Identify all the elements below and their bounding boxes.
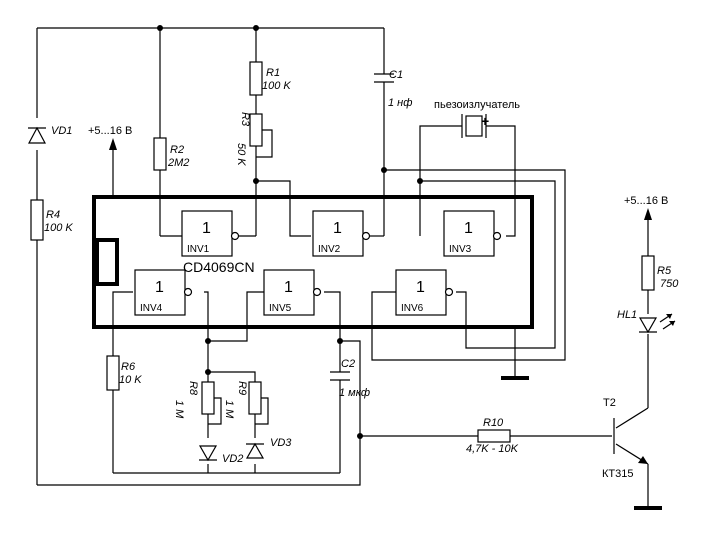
gate-inv1: 1 INV1 bbox=[181, 210, 240, 257]
supply-label-right: +5...16 В bbox=[624, 195, 668, 207]
resistor-r6 bbox=[106, 355, 120, 391]
r2-ref: R2 bbox=[170, 144, 184, 156]
gate-symbol: 1 bbox=[333, 220, 342, 237]
r10-value: 4,7K - 10K bbox=[466, 443, 519, 455]
ic-notch bbox=[95, 238, 119, 286]
vd2-ref: VD2 bbox=[222, 453, 243, 465]
gate-label: INV4 bbox=[140, 303, 163, 314]
gate-label: INV6 bbox=[401, 303, 424, 314]
r9-ref: R9 bbox=[236, 381, 248, 395]
resistor-r8 bbox=[201, 381, 215, 415]
r9-value: 1 M bbox=[223, 400, 235, 419]
capacitor-c2 bbox=[330, 371, 350, 381]
wires bbox=[36, 27, 649, 508]
r6-ref: R6 bbox=[121, 361, 136, 373]
gate-inv2: 1 INV2 bbox=[312, 210, 371, 257]
vd3-ref: VD3 bbox=[270, 437, 292, 449]
resistor-r9 bbox=[248, 381, 262, 415]
chip-label: CD4069CN bbox=[183, 259, 255, 275]
gate-symbol: 1 bbox=[155, 279, 164, 296]
r8-ref: R8 bbox=[187, 381, 199, 396]
r4-ref: R4 bbox=[46, 209, 60, 221]
gate-symbol: 1 bbox=[284, 279, 293, 296]
piezo-buzzer bbox=[461, 114, 487, 138]
resistor-r2 bbox=[153, 137, 167, 171]
r6-value: 10 K bbox=[119, 374, 142, 386]
r1-ref: R1 bbox=[266, 67, 280, 79]
r5-value: 750 bbox=[660, 278, 679, 290]
gate-label: INV2 bbox=[318, 244, 341, 255]
gate-label: INV1 bbox=[187, 244, 210, 255]
piezo-label: пьезоизлучатель bbox=[434, 99, 520, 111]
transistor-t2 bbox=[613, 407, 649, 470]
c1-ref: C1 bbox=[389, 69, 403, 81]
resistor-r5 bbox=[641, 255, 655, 291]
gate-symbol: 1 bbox=[202, 220, 211, 237]
gate-symbol: 1 bbox=[416, 279, 425, 296]
c1-value: 1 нф bbox=[388, 97, 412, 109]
piezo-plus: + bbox=[481, 113, 489, 129]
r5-ref: R5 bbox=[657, 265, 672, 277]
c2-ref: C2 bbox=[341, 358, 355, 370]
gate-inv4: 1 INV4 bbox=[134, 269, 193, 316]
resistor-r4 bbox=[30, 199, 44, 241]
gate-label: INV3 bbox=[449, 244, 472, 255]
capacitor-c1 bbox=[374, 73, 394, 83]
t2-ref: T2 bbox=[603, 397, 616, 409]
r3-ref: R3 bbox=[239, 112, 251, 127]
r8-value: 1 M bbox=[173, 400, 185, 419]
r3-value: 50 K bbox=[235, 143, 247, 166]
diode-vd2 bbox=[198, 445, 218, 462]
gate-inv5: 1 INV5 bbox=[263, 269, 322, 316]
gate-inv3: 1 INV3 bbox=[443, 210, 502, 257]
diode-vd3 bbox=[245, 442, 265, 459]
gate-label: INV5 bbox=[269, 303, 292, 314]
t2-type: КТ315 bbox=[602, 468, 633, 480]
supply-arrow-left bbox=[109, 138, 117, 150]
vd1-ref: VD1 bbox=[51, 125, 72, 137]
r1-value: 100 K bbox=[262, 80, 291, 92]
supply-arrow-right bbox=[644, 208, 652, 220]
r10-ref: R10 bbox=[483, 417, 504, 429]
led-hl1 bbox=[638, 313, 676, 334]
gate-symbol: 1 bbox=[464, 220, 473, 237]
resistor-r10 bbox=[477, 429, 511, 443]
hl1-ref: HL1 bbox=[617, 309, 637, 321]
ic-body bbox=[92, 195, 534, 329]
resistor-r1 bbox=[249, 61, 263, 96]
resistor-r3 bbox=[249, 113, 263, 147]
c2-value: 1 мкф bbox=[339, 387, 370, 399]
gate-inv6: 1 INV6 bbox=[395, 269, 454, 316]
supply-label-left: +5...16 В bbox=[88, 125, 132, 137]
r2-value: 2M2 bbox=[167, 157, 189, 169]
r4-value: 100 K bbox=[44, 222, 73, 234]
diode-vd1 bbox=[28, 126, 46, 144]
junction-dots bbox=[157, 25, 423, 439]
